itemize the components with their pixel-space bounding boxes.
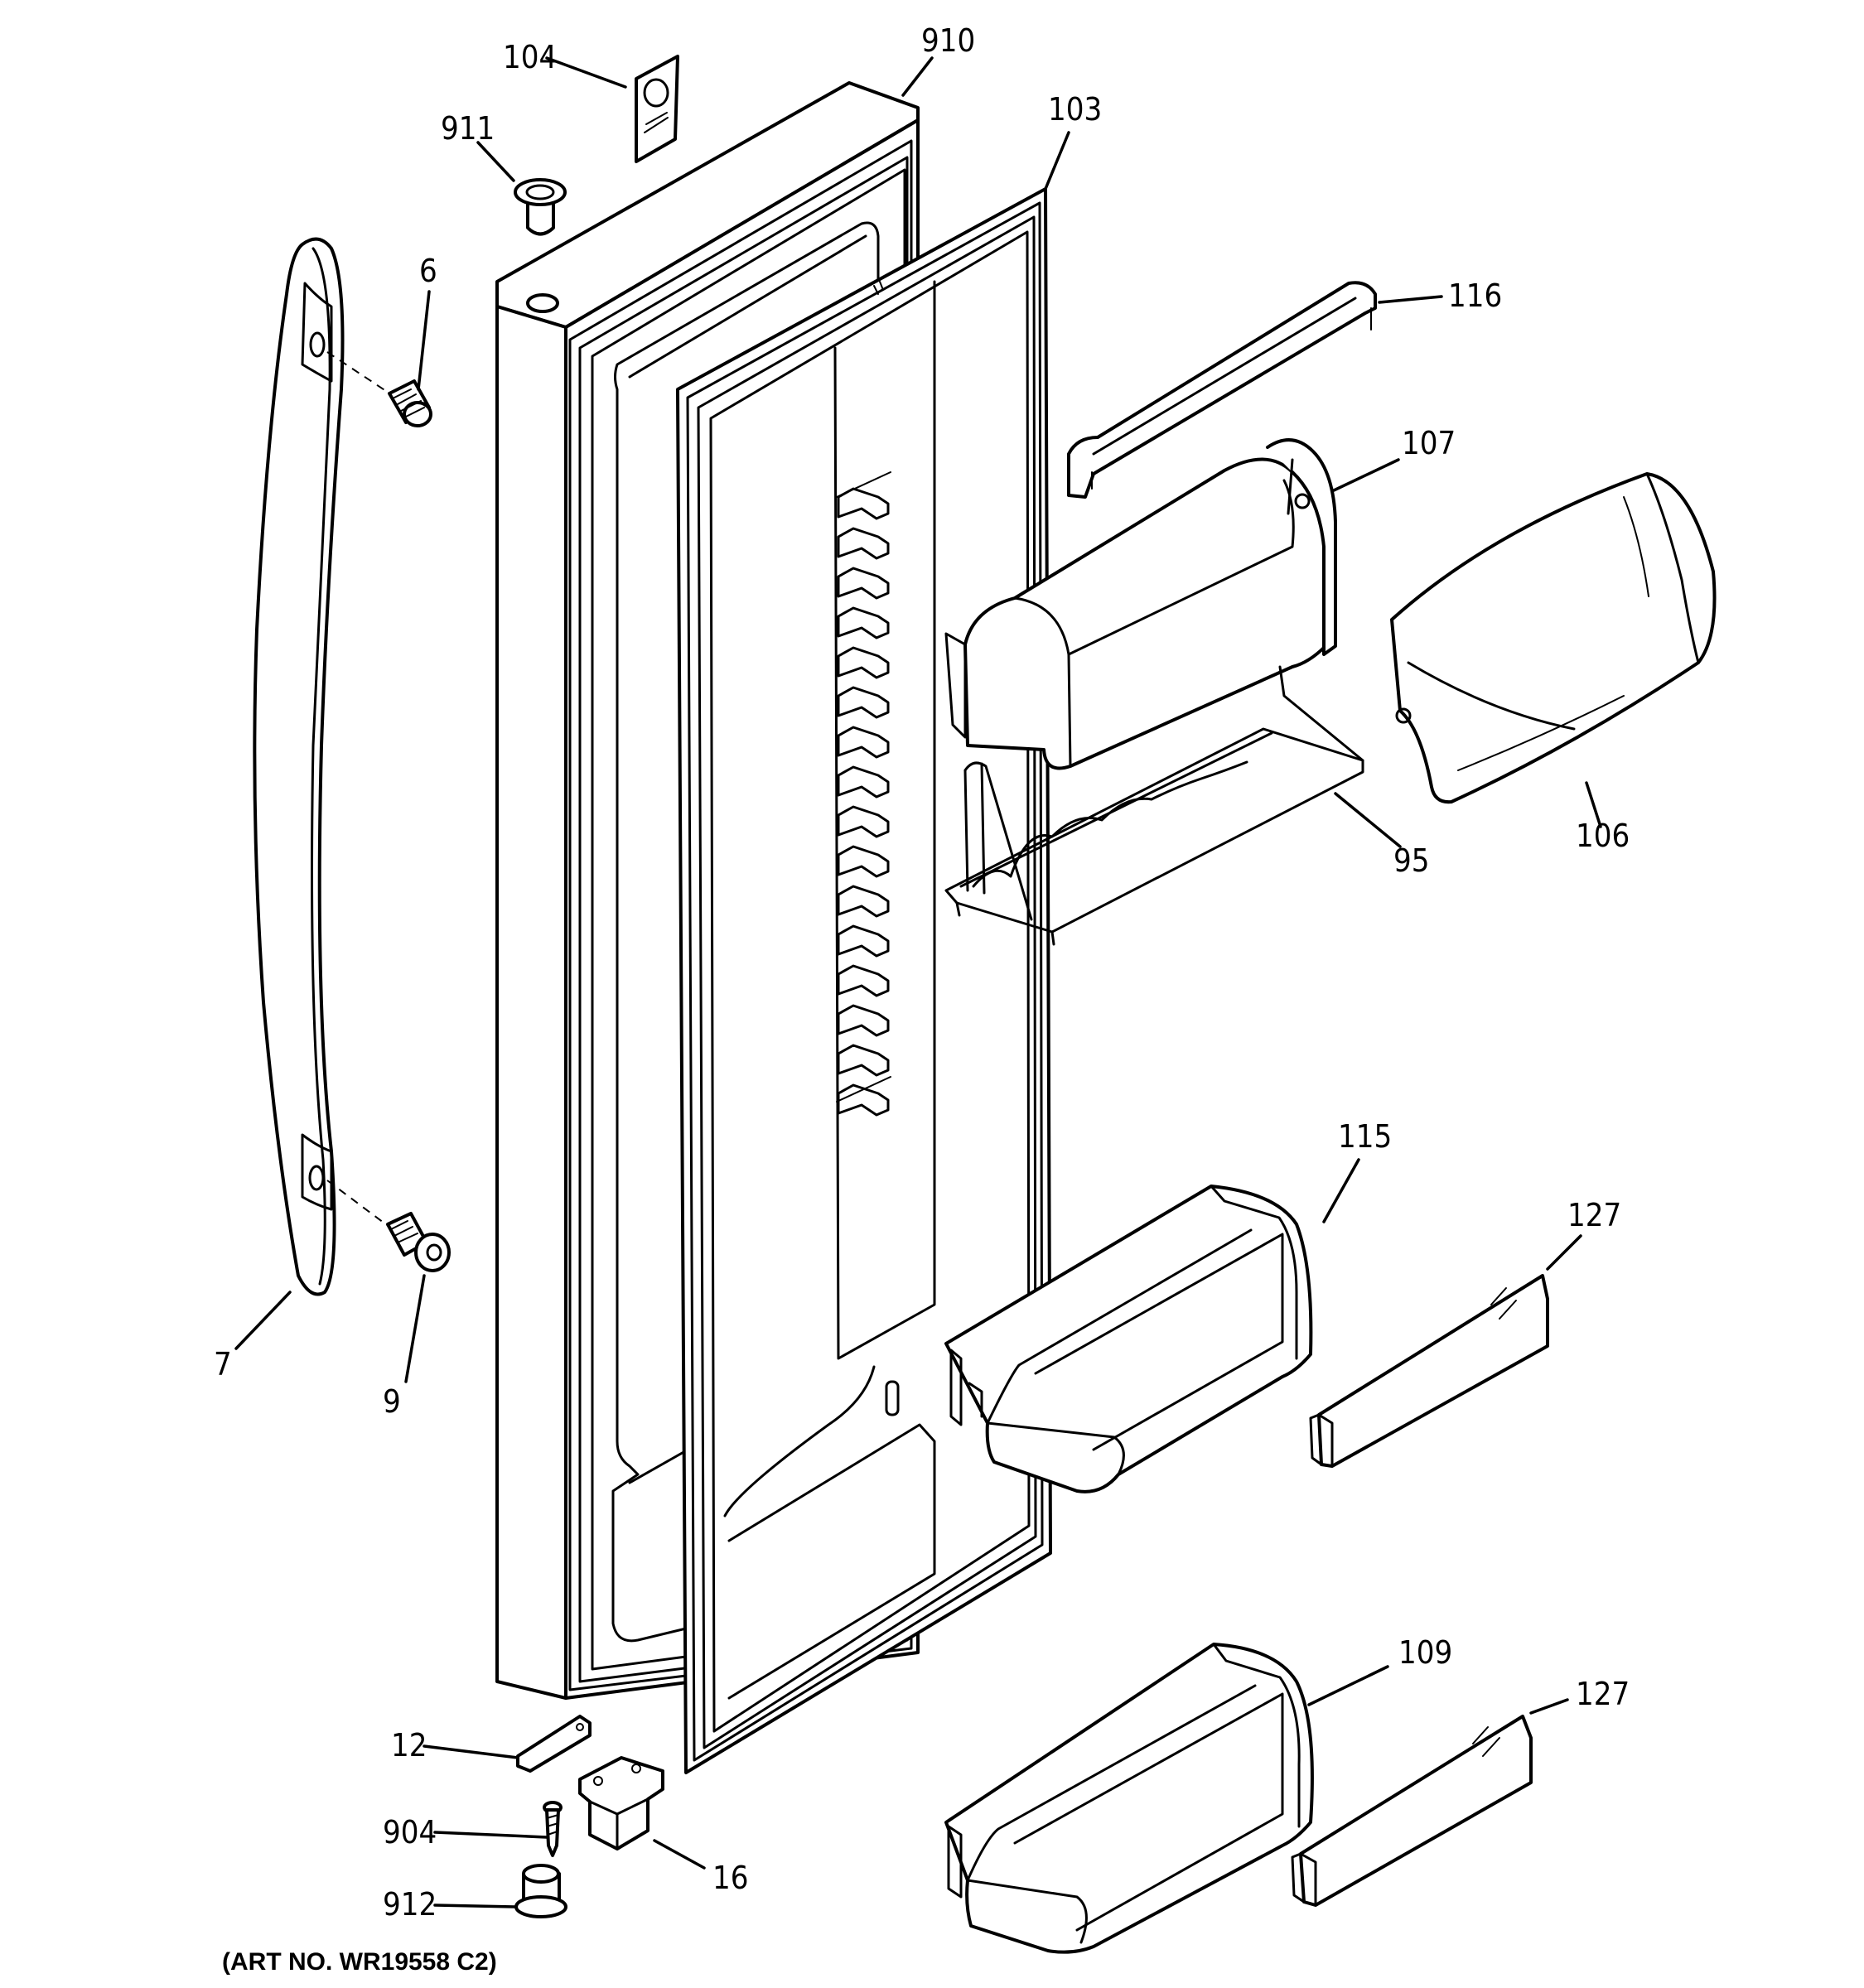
- callout-16: 16: [712, 1860, 749, 1896]
- callout-127-upper: 127: [1567, 1197, 1621, 1233]
- part-107-bin[interactable]: [944, 438, 1337, 770]
- callout-104: 104: [503, 39, 557, 75]
- shelf-clip: [837, 964, 890, 997]
- part-116-rail[interactable]: [1067, 281, 1377, 499]
- part-16-hinge[interactable]: [578, 1756, 664, 1850]
- callout-910: 910: [921, 22, 975, 59]
- shelf-clip: [837, 765, 890, 799]
- shelf-clip: [837, 606, 890, 639]
- shelf-clip: [837, 646, 890, 679]
- part-103-gasket[interactable]: [676, 187, 1052, 1774]
- shelf-clip: [837, 1044, 890, 1077]
- shelf-clip: [837, 1083, 890, 1117]
- callout-12: 12: [391, 1727, 427, 1764]
- callout-103: 103: [1048, 91, 1102, 128]
- part-904-screw[interactable]: [543, 1801, 563, 1857]
- alignment-line-9: [326, 1180, 394, 1231]
- callout-912: 912: [383, 1886, 437, 1923]
- part-115-bin[interactable]: [944, 1185, 1313, 1493]
- callout-107: 107: [1402, 425, 1456, 461]
- callout-6: 6: [419, 253, 437, 289]
- part-127-upper-cover[interactable]: [1309, 1274, 1549, 1468]
- callout-127-lower: 127: [1576, 1676, 1630, 1712]
- part-7-handle[interactable]: [253, 237, 345, 1296]
- part-95-wire-shelf[interactable]: [944, 665, 1364, 946]
- shelf-clip: [837, 845, 890, 878]
- part-9-bolt[interactable]: [386, 1212, 451, 1272]
- shelf-clip: [837, 924, 890, 958]
- callout-7: 7: [214, 1346, 232, 1382]
- callout-911: 911: [441, 110, 495, 147]
- shelf-clip: [837, 487, 890, 520]
- callout-116: 116: [1448, 277, 1502, 314]
- art-number-caption: (ART NO. WR19558 C2): [222, 1948, 497, 1976]
- part-106-cover[interactable]: [1390, 472, 1717, 804]
- callout-106: 106: [1576, 818, 1630, 854]
- shelf-clip: [837, 686, 890, 719]
- callout-904: 904: [383, 1814, 437, 1850]
- callout-95: 95: [1393, 842, 1430, 879]
- shelf-clip: [837, 527, 890, 560]
- callout-115: 115: [1338, 1118, 1392, 1155]
- shelf-clip: [837, 1004, 890, 1037]
- leader-lines: [234, 56, 1602, 1908]
- shelf-clip: [837, 726, 890, 759]
- part-911-bushing[interactable]: [514, 178, 567, 236]
- part-6-screw[interactable]: [388, 379, 432, 427]
- part-104-badge[interactable]: [635, 55, 679, 163]
- shelf-clip: [837, 567, 890, 600]
- part-12-bracket[interactable]: [516, 1715, 592, 1773]
- callout-9: 9: [383, 1383, 401, 1420]
- shelf-clips: [837, 487, 890, 1117]
- part-912-pin[interactable]: [514, 1864, 567, 1918]
- shelf-clip: [837, 805, 890, 838]
- callout-109: 109: [1398, 1634, 1452, 1671]
- shelf-clip: [837, 885, 890, 918]
- part-109-bin[interactable]: [944, 1643, 1314, 1954]
- part-127-lower-cover[interactable]: [1291, 1715, 1533, 1907]
